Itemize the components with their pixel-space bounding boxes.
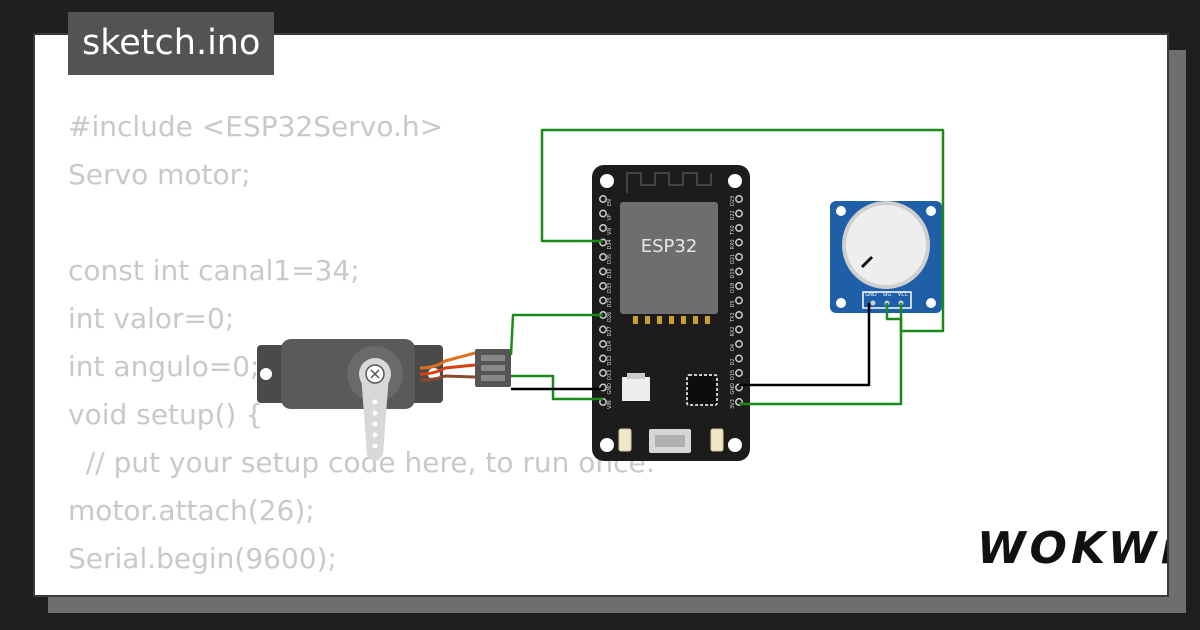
pin-label: D18	[730, 283, 736, 293]
code-line: int valor=0;	[68, 302, 235, 335]
potentiometer[interactable]: GND SIG VCC	[830, 201, 942, 313]
pin-right[interactable]	[735, 311, 743, 319]
pot-pin-label: VCC	[898, 292, 909, 298]
pin-right[interactable]	[735, 296, 743, 305]
filename-tab[interactable]: sketch.ino	[68, 12, 275, 75]
code-line: Serial.begin(9600);	[68, 542, 337, 575]
pin-label: GND	[607, 383, 613, 395]
pin-left[interactable]	[599, 209, 607, 218]
pin-label: EN	[607, 199, 613, 206]
pin-label: D27	[607, 326, 613, 336]
pin-left[interactable]	[599, 282, 607, 290]
pin-right[interactable]	[735, 325, 743, 334]
pot-pin-label: GND	[865, 292, 877, 298]
pin-label: D4	[730, 344, 736, 351]
pin-left[interactable]	[599, 224, 607, 232]
code-line: // put your setup code here, to run once…	[68, 446, 656, 479]
wire-servo-signal[interactable]	[509, 313, 603, 356]
knob-indicator[interactable]	[860, 255, 874, 269]
pin-label: VP	[607, 214, 613, 220]
pin-right[interactable]	[735, 354, 743, 363]
pot-pin-label: SIG	[883, 292, 892, 298]
code-line: motor.attach(26);	[68, 494, 315, 527]
pin-label: D21	[730, 254, 736, 264]
pin-label: D15	[730, 370, 736, 380]
pin-right[interactable]	[735, 282, 743, 290]
wokwi-logo-text: WOKWi	[977, 523, 1169, 574]
pin-left[interactable]	[599, 267, 607, 276]
pin-left[interactable]	[599, 296, 607, 305]
pin-label: TX2	[730, 312, 736, 323]
pin-label: D32	[607, 268, 613, 278]
pin-label: D23	[730, 196, 736, 206]
code-line: int angulo=0;	[68, 350, 260, 383]
pin-right[interactable]	[735, 195, 743, 203]
servo-motor[interactable]	[257, 339, 511, 461]
pin-label: D2	[730, 358, 736, 365]
code-line: Servo motor;	[68, 158, 251, 191]
pin-right[interactable]	[735, 253, 743, 261]
pin-label: D34	[607, 239, 613, 249]
preview-card: #include <ESP32Servo.h> Servo motor; const…	[33, 33, 1169, 597]
wires	[509, 128, 945, 406]
pin-left[interactable]	[599, 238, 607, 247]
wire-pot-vcc[interactable]	[739, 303, 903, 406]
pin-left[interactable]	[599, 325, 607, 334]
pin-label: VIN	[607, 400, 613, 409]
pin-left[interactable]	[599, 340, 607, 348]
pin-label: D25	[607, 297, 613, 307]
wire-servo-power[interactable]	[511, 374, 603, 401]
boot-button[interactable]	[618, 428, 632, 452]
code-editor: #include <ESP32Servo.h> Servo motor; const…	[68, 103, 656, 595]
wire-pot-ground[interactable]	[739, 303, 871, 387]
pin-label: D12	[607, 355, 613, 365]
pin-label: D14	[607, 341, 613, 351]
pin-label: D13	[607, 370, 613, 380]
pin-label: RX0	[730, 239, 736, 249]
code-line: void setup() {	[68, 398, 264, 431]
pin-left[interactable]	[599, 354, 607, 363]
pin-label: D35	[607, 254, 613, 264]
pin-right[interactable]	[735, 369, 743, 377]
pin-label: D33	[607, 283, 613, 293]
code-line: delay(1000);	[68, 583, 655, 595]
pin-label: D22	[730, 210, 736, 220]
pin-label: D19	[730, 268, 736, 278]
reset-button[interactable]	[710, 428, 724, 452]
pin-right[interactable]	[735, 209, 743, 218]
pin-right[interactable]	[735, 238, 743, 247]
pin-label: VN	[607, 228, 613, 235]
code-line: const int canal1=34;	[68, 254, 360, 287]
pin-label: D5	[730, 300, 736, 307]
wokwi-logo: WOKWi	[977, 523, 1169, 575]
pin-label: D26	[607, 312, 613, 322]
pin-right[interactable]	[735, 267, 743, 276]
pin-label: GND	[730, 383, 736, 395]
pin-left[interactable]	[599, 195, 607, 203]
pin-left[interactable]	[599, 369, 607, 377]
pin-label: TX0	[730, 225, 736, 236]
pin-left[interactable]	[599, 253, 607, 261]
code-line: #include <ESP32Servo.h>	[68, 110, 444, 143]
circuit-diagram: ESP32 ENVPVND34D35D32D33D25D26D27D14D12D…	[257, 128, 945, 461]
pin-right[interactable]	[735, 224, 743, 232]
pin-left[interactable]	[599, 383, 607, 392]
pin-label: 3V3	[730, 399, 736, 409]
pin-right[interactable]	[735, 340, 743, 348]
chip-label: ESP32	[641, 236, 698, 257]
esp32-board[interactable]: ESP32 ENVPVND34D35D32D33D25D26D27D14D12D…	[592, 165, 750, 461]
pin-label: RX2	[730, 326, 736, 336]
